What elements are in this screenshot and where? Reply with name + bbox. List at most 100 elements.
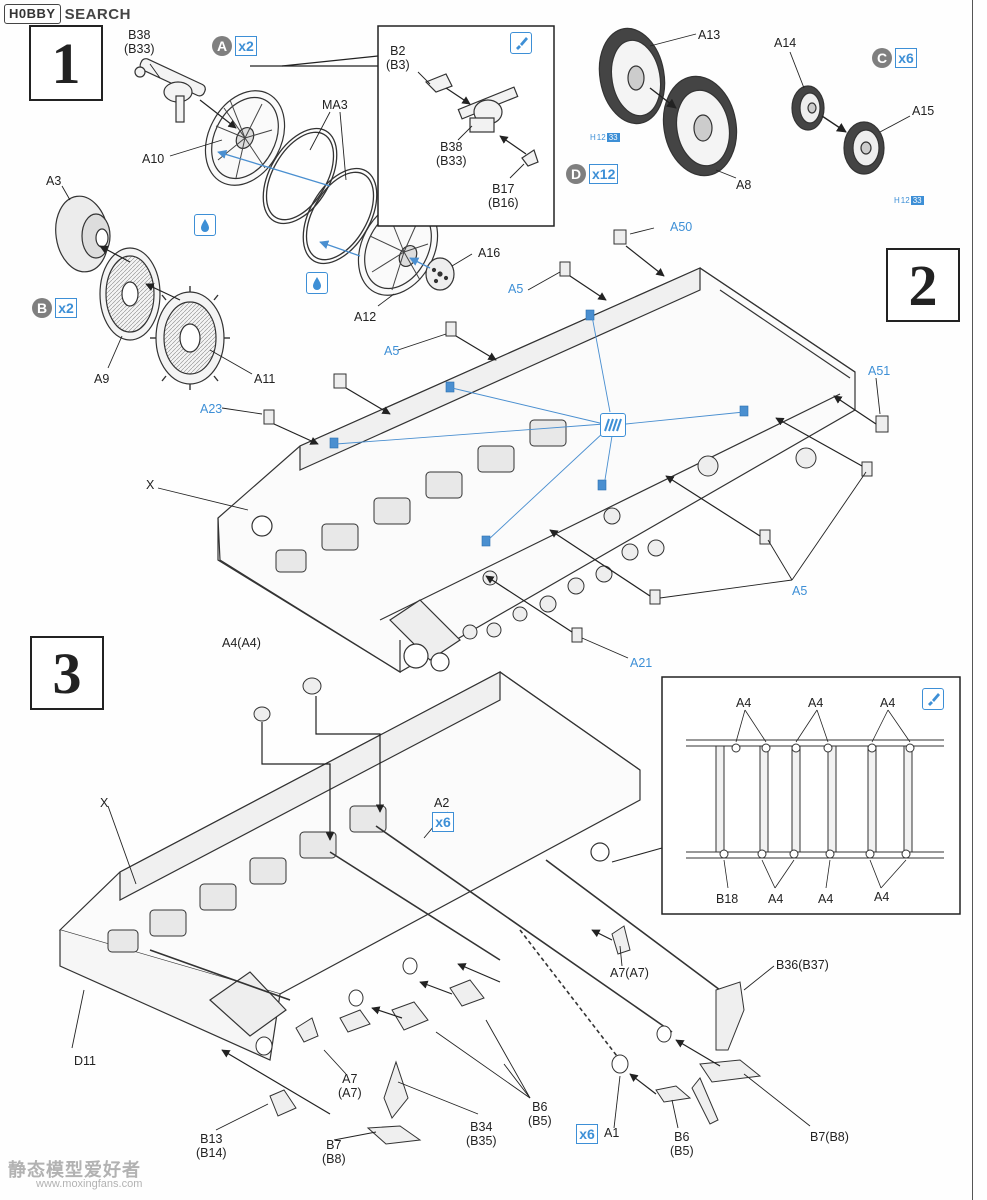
brush-icon: [510, 32, 532, 54]
quantity-badge-a: A x2: [212, 36, 257, 56]
idler-wheel-a10: [204, 90, 286, 186]
quantity-badge-d: D x12: [566, 164, 619, 184]
a4-parts: [253, 677, 322, 722]
glue-icon: [194, 214, 216, 236]
page-border-right: [972, 0, 973, 1200]
paint-swatch-icon: [600, 413, 626, 437]
multiplier-box: x6: [576, 1124, 598, 1144]
label-a23: A23: [200, 402, 223, 416]
step-number-1: 1: [29, 25, 103, 101]
header-brand: H0BBY SEARCH: [4, 4, 131, 24]
label-a4-a4: A4(A4): [222, 636, 261, 650]
label-b38-b33: B38 (B33): [124, 28, 155, 56]
sprocket-a11: [150, 286, 230, 390]
sprocket-a9: [99, 247, 161, 341]
label-a50: A50: [670, 220, 693, 234]
quantity-badge-a1: x6: [576, 1124, 598, 1144]
label-b2-b3: B2 (B3): [386, 44, 410, 72]
sprocket-housing-a3: [55, 195, 111, 273]
label-a21: A21: [630, 656, 653, 670]
inset-label-a4: A4: [808, 696, 824, 710]
suspension-arms: [269, 925, 762, 1145]
label-b13-b14: B13 (B14): [196, 1132, 227, 1160]
inset-label-a4: A4: [736, 696, 752, 710]
hub-cap-a16: [425, 257, 455, 291]
label-a2: A2: [434, 796, 450, 810]
multiplier-box: x2: [235, 36, 257, 56]
hull-step2: [217, 267, 856, 674]
part-letter-a: A: [212, 36, 232, 56]
label-a1: A1: [604, 1126, 620, 1140]
label-a15: A15: [912, 104, 935, 118]
multiplier-box: x12: [589, 164, 619, 184]
inset-box-step3: [661, 676, 961, 915]
label-a8: A8: [736, 178, 752, 192]
blue-highlight-parts: [329, 309, 749, 547]
idler-axle-part: [134, 58, 206, 123]
part-letter-c: C: [872, 48, 892, 68]
label-b34-b35: B34 (B35): [466, 1120, 497, 1148]
road-wheel-a8: [662, 75, 738, 177]
wheel-hubs-step3: [255, 957, 672, 1074]
label-a5: A5: [384, 344, 400, 358]
multiplier-box: x2: [55, 298, 77, 318]
inset-label-b18: B18: [716, 892, 739, 906]
inset-label-a4: A4: [874, 890, 890, 904]
label-a5: A5: [508, 282, 524, 296]
label-d11: D11: [74, 1054, 97, 1068]
label-b17-b16: B17 (B16): [488, 182, 519, 210]
paint-prefix: H: [590, 133, 596, 142]
paint-code: 12: [900, 196, 910, 205]
label-b7-b8: B7(B8): [810, 1130, 849, 1144]
label-a7-a7: A7(A7): [610, 966, 649, 980]
step-number-3: 3: [30, 636, 104, 710]
part-letter-b: B: [32, 298, 52, 318]
label-b38-b33-inset: B38 (B33): [436, 140, 467, 168]
inset-label-a4: A4: [818, 892, 834, 906]
return-roller-a15: [843, 121, 885, 175]
label-x: X: [146, 478, 155, 492]
inset-label-a4: A4: [768, 892, 784, 906]
brand-logo: H0BBY: [4, 4, 61, 24]
road-wheel-a13: [598, 27, 666, 125]
quantity-badge-a2: x6: [432, 812, 454, 832]
label-x: X: [100, 796, 109, 810]
label-a10: A10: [142, 152, 165, 166]
label-a5: A5: [792, 584, 808, 598]
inset-axle-part: [424, 73, 539, 167]
multiplier-box: x6: [895, 48, 917, 68]
side-brackets: [462, 447, 817, 640]
label-a7-a7: A7 (A7): [338, 1072, 362, 1100]
label-a3: A3: [46, 174, 62, 188]
paint-reference-1: H 12 33: [590, 133, 620, 142]
brand-text: SEARCH: [64, 5, 131, 23]
suspension-units-step3: [107, 805, 387, 953]
part-letter-d: D: [566, 164, 586, 184]
return-roller-a14: [791, 85, 825, 131]
label-a16: A16: [478, 246, 501, 260]
label-a51: A51: [868, 364, 891, 378]
label-a11: A11: [254, 372, 276, 386]
watermark-chinese: 静态模型爱好者: [8, 1160, 141, 1180]
paint-code: 12: [596, 133, 606, 142]
inset-suspension-frame: [686, 739, 944, 859]
watermark-url: www.moxingfans.com: [36, 1178, 143, 1190]
label-b6-b5: B6 (B5): [528, 1100, 552, 1128]
label-b36-b37: B36(B37): [776, 958, 829, 972]
label-a14: A14: [774, 36, 797, 50]
inset-label-a4: A4: [880, 696, 896, 710]
brush-icon: [922, 688, 944, 710]
label-ma3: MA3: [322, 98, 348, 112]
small-parts-step2: [263, 229, 889, 643]
watermark: 静态模型爱好者 www.moxingfans.com: [8, 1156, 188, 1196]
label-a12: A12: [354, 310, 377, 324]
quantity-badge-c: C x6: [872, 48, 917, 68]
paint-prefix: H: [894, 196, 900, 205]
label-b6-b5: B6 (B5): [670, 1130, 694, 1158]
torsion-bars: [149, 825, 721, 1061]
quantity-badge-b: B x2: [32, 298, 77, 318]
inset-box-step1: [377, 25, 555, 227]
paint-reference-2: H 12 33: [894, 196, 924, 205]
